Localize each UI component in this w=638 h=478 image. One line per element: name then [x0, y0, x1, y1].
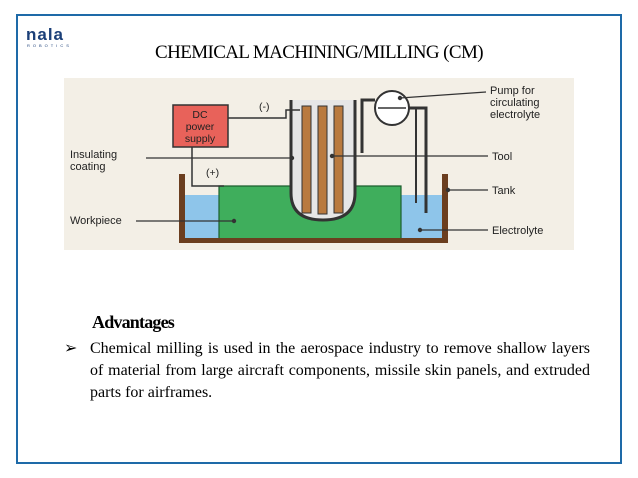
tool-rod	[317, 105, 328, 215]
tank-callout-dot	[445, 187, 451, 193]
tool-rod	[333, 105, 344, 214]
pump-label-line: Pump for	[490, 85, 535, 97]
workpiece-label: Workpiece	[70, 215, 122, 227]
insulating-label-line: coating	[70, 161, 105, 173]
slide-frame	[16, 14, 622, 464]
dc-label-line: DC	[192, 109, 208, 121]
logo-tagline: ROBOTICS	[27, 43, 72, 48]
logo-wordmark: nala	[26, 25, 65, 44]
dc-label-line: supply	[185, 133, 216, 145]
pump-label-line: electrolyte	[490, 109, 540, 121]
tool-callout-dot	[329, 153, 335, 159]
chemical-machining-diagram: DC power supply (-) (+) Pump for circula…	[64, 78, 574, 250]
tank-label: Tank	[492, 185, 516, 197]
pump-outlet-pipe	[409, 106, 428, 213]
dc-label-line: power	[186, 121, 215, 133]
arrow-bullet-icon: ➢	[64, 340, 78, 357]
pump-callout-line	[399, 91, 487, 99]
tool-label: Tool	[492, 151, 512, 163]
insulating-callout-dot	[289, 155, 295, 161]
dc-power-supply-box	[172, 104, 229, 148]
insulating-label-line: Insulating	[70, 149, 117, 161]
negative-wire	[228, 109, 300, 119]
pump-callout-dot	[397, 95, 403, 101]
slide-title: CHEMICAL MACHINING/MILLING (CM)	[155, 42, 484, 63]
company-logo: nala ROBOTICS	[26, 26, 86, 50]
positive-terminal-label: (+)	[206, 167, 219, 179]
advantages-heading: Advantages	[92, 312, 175, 332]
electrolyte-callout-dot	[417, 227, 423, 233]
negative-terminal-label: (-)	[259, 101, 270, 113]
advantages-bullet-text: Chemical milling is used in the aerospac…	[90, 340, 590, 401]
positive-wire	[191, 147, 224, 187]
pump-label-line: circulating	[490, 97, 540, 109]
pump-inlet-pipe	[360, 98, 375, 153]
electrolyte-label: Electrolyte	[492, 225, 543, 237]
workpiece-callout-dot	[231, 218, 237, 224]
tool-rod	[301, 105, 312, 214]
